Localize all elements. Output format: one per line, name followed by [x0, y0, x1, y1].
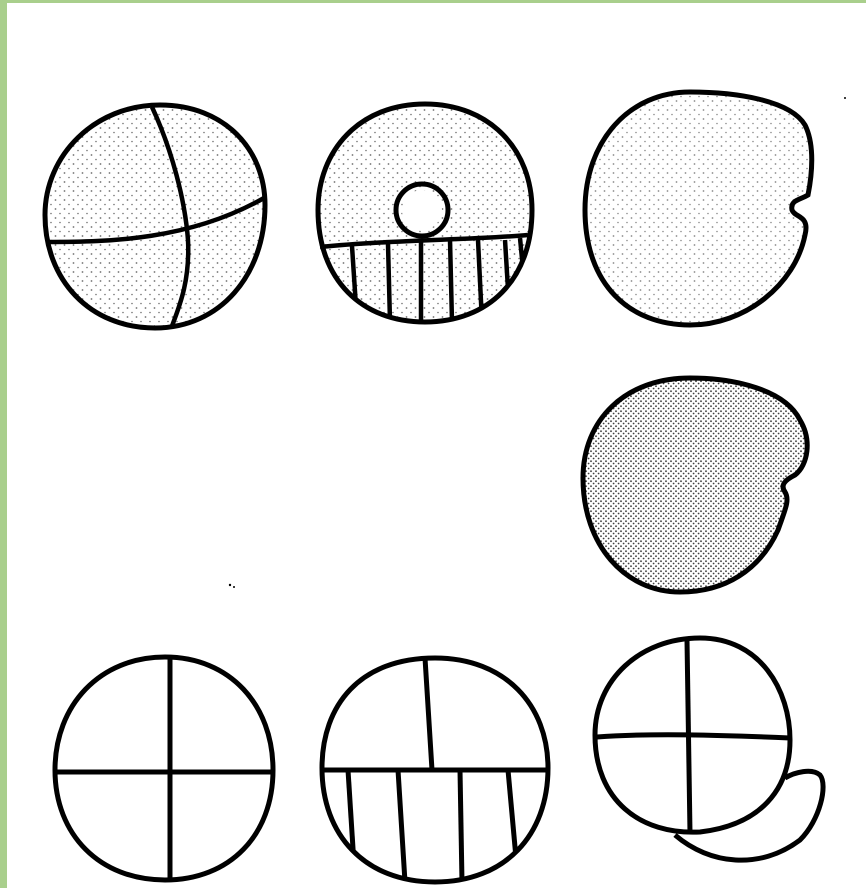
- figure-notched-circle-dense: [583, 378, 807, 592]
- figure-stippled-quadrant-circle: [40, 100, 270, 335]
- figure-notched-circle-light: [585, 92, 812, 325]
- figure-plain-striped-circle: [322, 658, 548, 882]
- figure-quadrant-circle-with-flap: [595, 638, 823, 860]
- figure-stippled-ring-circle: [310, 100, 540, 330]
- figure-plain-quadrant-circle: [55, 657, 273, 880]
